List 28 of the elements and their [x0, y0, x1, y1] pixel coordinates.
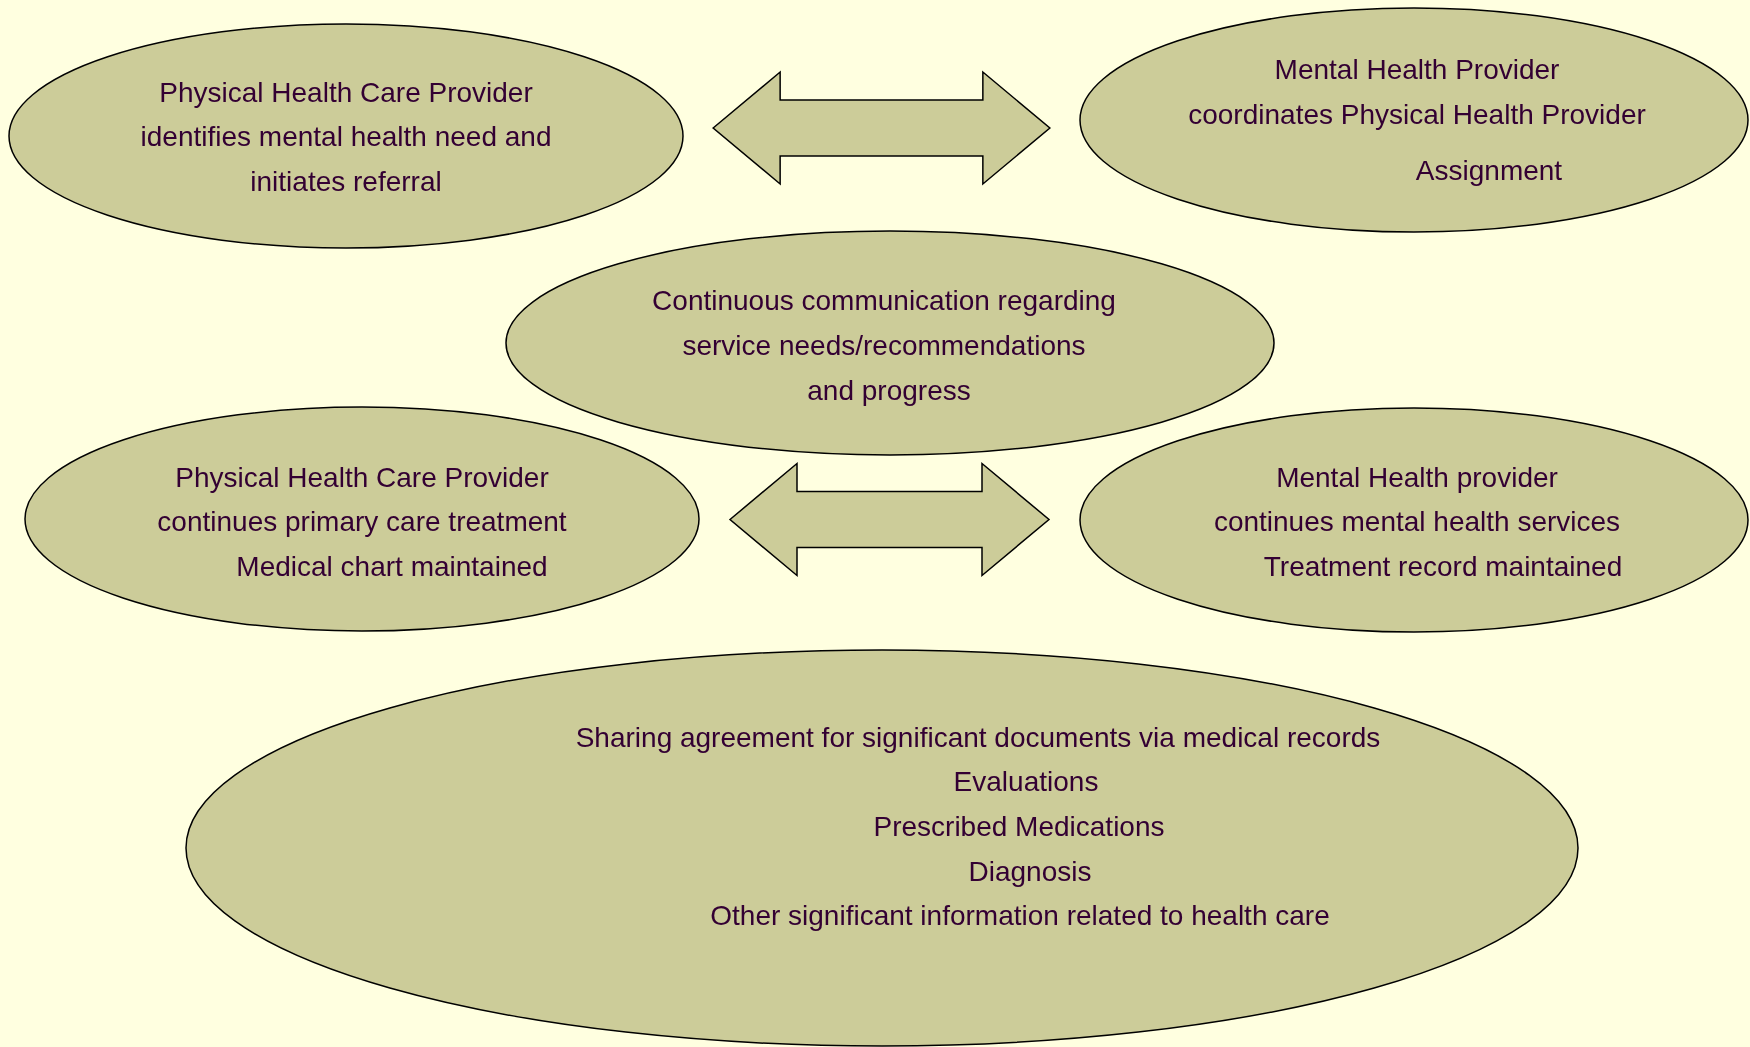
node-text: Diagnosis [968, 855, 1092, 889]
double-block-arrow [711, 70, 1051, 186]
node-text: initiates referral [250, 165, 442, 199]
node-text: Assignment [1415, 154, 1563, 188]
node-text: Prescribed Medications [873, 810, 1165, 844]
node-text: continues primary care treatment [157, 505, 567, 539]
node-text: Medical chart maintained [236, 550, 548, 584]
ellipse-node [1080, 8, 1748, 232]
node-text: Mental Health provider [1276, 461, 1558, 495]
node-text: and progress [807, 374, 971, 408]
ellipse-node [1080, 408, 1748, 632]
node-text: Physical Health Care Provider [175, 461, 549, 495]
node-text: Evaluations [953, 765, 1099, 799]
node-text: Other significant information related to health care [710, 899, 1330, 933]
node-text: coordinates Physical Health Provider [1188, 98, 1646, 132]
node-text: Treatment record maintained [1263, 550, 1623, 584]
double-block-arrow [728, 461, 1051, 578]
node-text: Sharing agreement for significant documents via medical records [575, 721, 1381, 755]
node-text: Mental Health Provider [1274, 53, 1560, 87]
ellipse-node [25, 407, 699, 631]
ellipse-node [9, 24, 683, 248]
node-text: identifies mental health need and [140, 120, 552, 154]
node-text: Physical Health Care Provider [159, 76, 533, 110]
node-text: service needs/recommendations [682, 329, 1086, 363]
ellipse-node [506, 231, 1274, 455]
node-text: continues mental health services [1213, 505, 1621, 539]
ellipse-node [186, 650, 1578, 1046]
node-text: Continuous communication regarding [652, 284, 1116, 318]
